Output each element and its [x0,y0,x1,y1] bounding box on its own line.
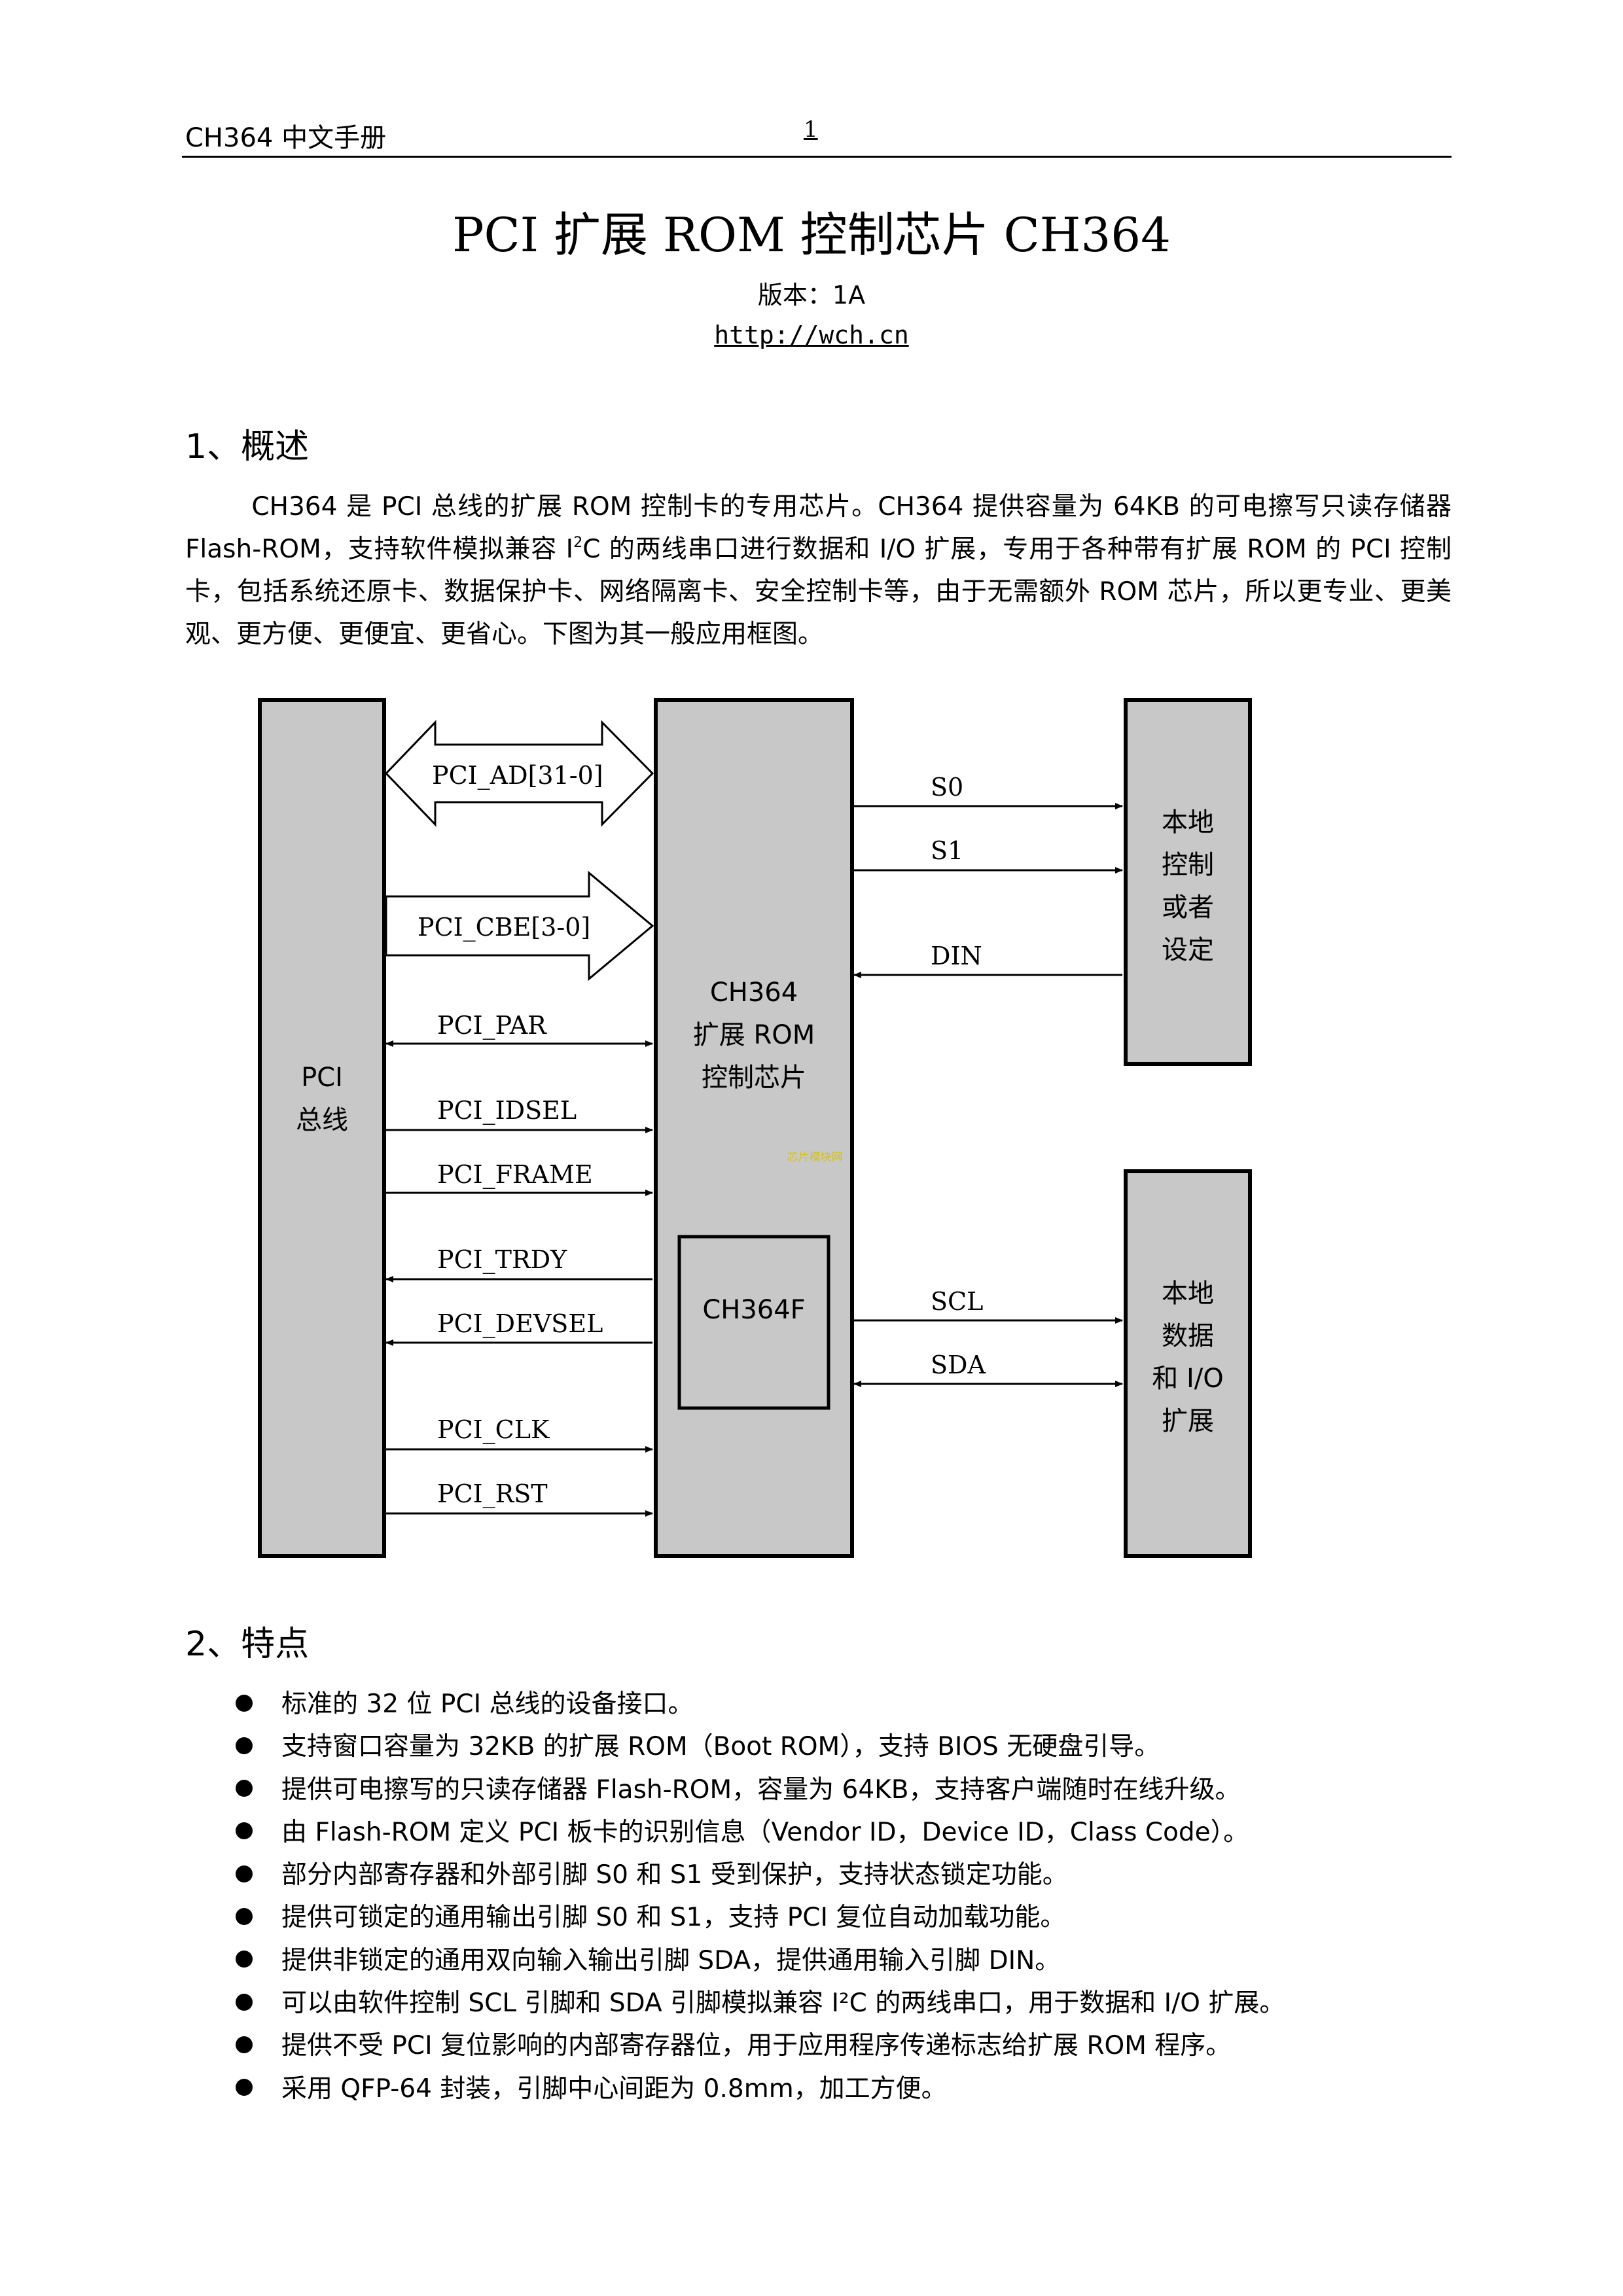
chip-label-3: 控制芯片 [702,1063,806,1093]
signal-sda: SDA [931,1351,986,1379]
local-io-label-1: 本地 [1162,1279,1214,1309]
watermark-text: 芯片模块网 [787,1151,843,1164]
local-io-label-4: 扩展 [1162,1406,1214,1436]
signal-s0: S0 [931,773,963,802]
signal-pci-rst: PCI_RST [437,1479,548,1509]
local-io-label-2: 数据 [1162,1321,1214,1351]
feature-item: 提供可锁定的通用输出引脚 S0 和 S1，支持 PCI 复位自动加载功能。 [236,1896,1453,1939]
feature-item: 提供非锁定的通用双向输入输出引脚 SDA，提供通用输入引脚 DIN。 [236,1939,1453,1982]
local-control-label-4: 设定 [1162,935,1214,965]
signal-pci-cbe: PCI_CBE[3-0] [418,913,590,942]
signal-pci-trdy: PCI_TRDY [437,1245,567,1275]
pci-ad-bus-arrow [384,720,654,827]
feature-item: 支持窗口容量为 32KB 的扩展 ROM（Boot ROM），支持 BIOS 无… [236,1725,1453,1768]
bullet-icon [236,1694,253,1712]
ch364f-label: CH364F [702,1295,805,1325]
bullet-icon [236,2079,253,2096]
pci-bus-label-2: 总线 [296,1105,348,1135]
bullet-icon [236,1907,253,1925]
chip-label-2: 扩展 ROM [693,1020,815,1050]
feature-item: 由 Flash-ROM 定义 PCI 板卡的识别信息（Vendor ID，Dev… [236,1811,1453,1854]
bullet-icon [236,2036,253,2053]
bullet-icon [236,1993,253,2011]
website-link[interactable]: http://wch.cn [0,321,1623,349]
document-title: PCI 扩展 ROM 控制芯片 CH364 [452,207,1171,262]
header-title: CH364 中文手册 [185,123,387,153]
feature-item: 采用 QFP-64 封装，引脚中心间距为 0.8mm，加工方便。 [236,2068,1453,2110]
signal-pci-clk: PCI_CLK [437,1415,550,1445]
version-label: 版本：1A [757,281,866,309]
bullet-icon [236,1822,253,1840]
signal-pci-par: PCI_PAR [437,1011,547,1040]
bullet-icon [236,1951,253,1968]
local-io-box [1124,1169,1252,1558]
feature-item: 提供可电擦写的只读存储器 Flash-ROM，容量为 64KB，支持客户端随时在… [236,1769,1453,1811]
signal-pci-frame: PCI_FRAME [437,1160,593,1190]
page-number: 1 [804,116,818,143]
website-link-text[interactable]: http://wch.cn [714,321,909,349]
overview-paragraph: CH364 是 PCI 总线的扩展 ROM 控制卡的专用芯片。CH364 提供容… [185,486,1452,656]
signal-s1: S1 [931,836,963,865]
signal-din: DIN [931,942,982,970]
bullet-icon [236,1865,253,1882]
bullet-icon [236,1737,253,1754]
header-rule [182,156,1452,158]
feature-item: 提供不受 PCI 复位影响的内部寄存器位，用于应用程序传递标志给扩展 ROM 程… [236,2024,1453,2067]
pci-bus-label-1: PCI [301,1063,343,1093]
pci-cbe-bus-arrow [385,870,654,981]
ch364f-box [677,1235,830,1410]
local-control-label-3: 或者 [1162,892,1214,923]
ch364-chip-box [654,698,854,1558]
application-block-diagram: PCI 总线 CH364 扩展 ROM 控制芯片 芯片模块网 CH364F 本地… [258,698,1252,1558]
local-io-label-3: 和 I/O [1152,1364,1223,1394]
pci-bus-box [258,698,386,1558]
feature-item: 可以由软件控制 SCL 引脚和 SDA 引脚模拟兼容 I²C 的两线串口，用于数… [236,1982,1453,2024]
i2c-superscript: 2 [573,535,583,551]
bullet-icon [236,1780,253,1797]
overview-text-a: CH364 是 PCI 总线的扩展 ROM 控制卡的专用芯片。CH364 提供容… [185,492,1452,564]
feature-list: 标准的 32 位 PCI 总线的设备接口。 支持窗口容量为 32KB 的扩展 R… [236,1683,1453,2110]
section-heading-overview: 1、概述 [185,427,310,467]
signal-pci-devsel: PCI_DEVSEL [437,1309,603,1339]
overview-text-b: C 的两线串口进行数据和 I/O 扩展，专用于各种带有扩展 ROM 的 PCI … [185,535,1452,649]
local-control-label-2: 控制 [1162,850,1214,880]
signal-pci-idsel: PCI_IDSEL [437,1096,577,1125]
local-control-box [1124,698,1252,1066]
feature-item: 部分内部寄存器和外部引脚 S0 和 S1 受到保护，支持状态锁定功能。 [236,1854,1453,1896]
section-heading-features: 2、特点 [185,1625,310,1664]
feature-item: 标准的 32 位 PCI 总线的设备接口。 [236,1683,1453,1725]
signal-scl: SCL [931,1287,983,1316]
chip-label-1: CH364 [710,978,798,1008]
local-control-label-1: 本地 [1162,807,1214,838]
signal-pci-ad: PCI_AD[31-0] [432,761,603,790]
